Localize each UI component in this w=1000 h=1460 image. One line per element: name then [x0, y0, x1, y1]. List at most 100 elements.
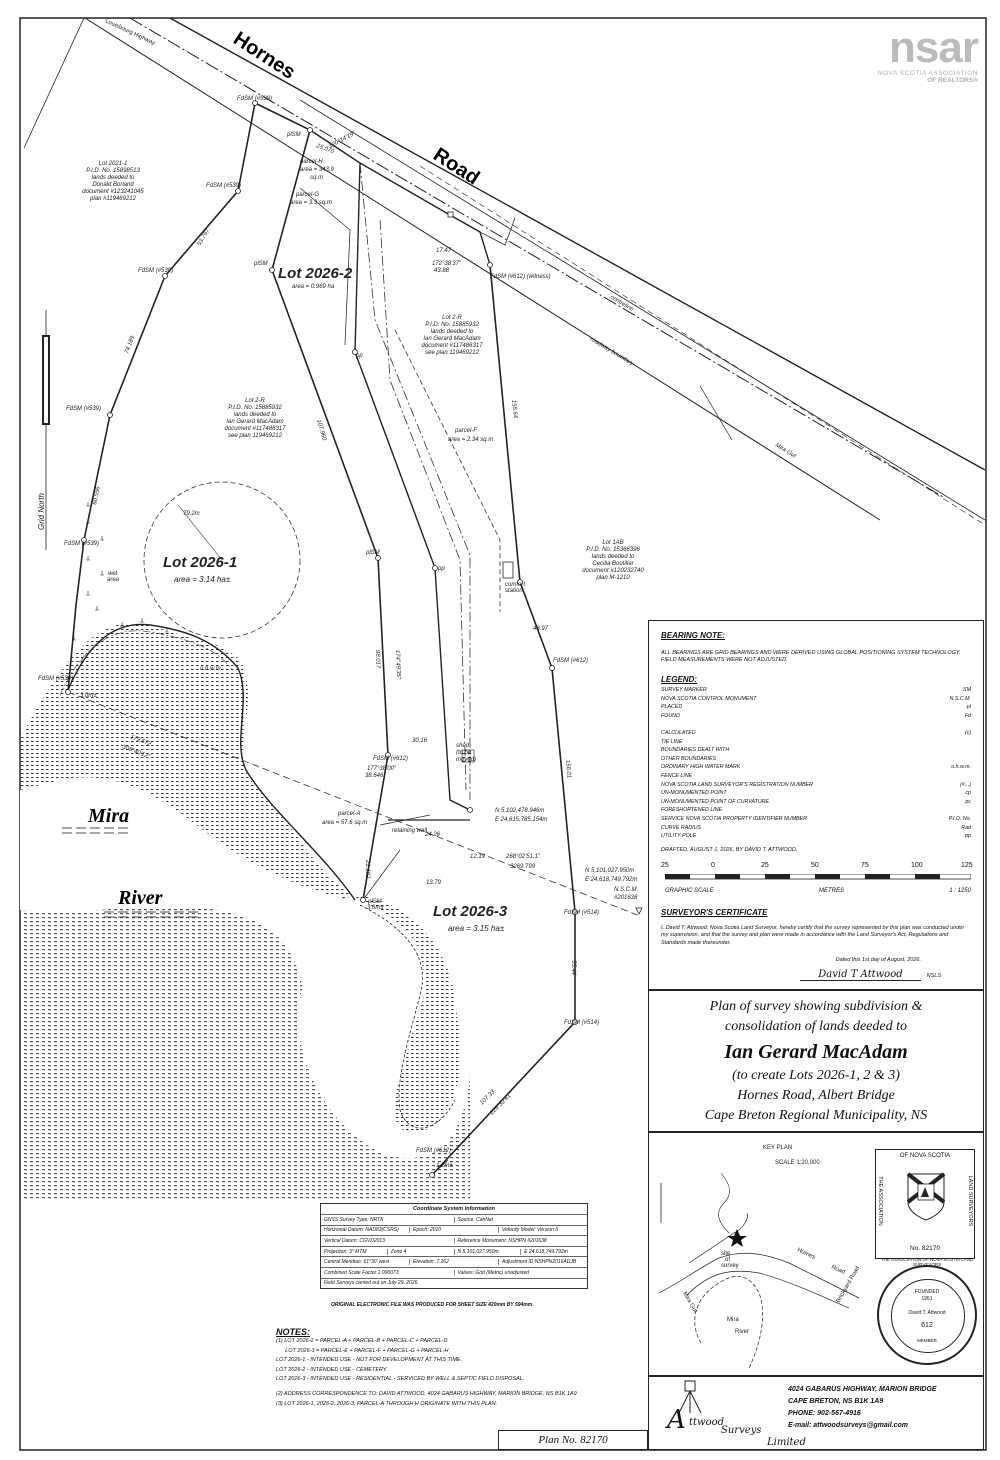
- svg-text:station: station: [505, 588, 523, 594]
- lot-2026-1-label: Lot 2026-1: [163, 554, 237, 571]
- coordinate-table-cell: Epoch: 2010: [409, 1227, 498, 1234]
- road-label-road: Road: [429, 144, 483, 190]
- coordinate-table-row: GNSS Survey Type: NRTK Source: CanNet: [321, 1214, 587, 1225]
- key-plan-hornes: Hornes: [796, 1247, 816, 1261]
- note-line: LOT 2026-1 - INTENDED USE - NOT FOR DEVE…: [276, 1357, 463, 1364]
- legend-row: BOUNDARIES DEALT WITH: [661, 746, 971, 755]
- contact-line: CAPE BRETON, NS B1K 1A9: [788, 1398, 884, 1405]
- legend-row-symbol: pl: [966, 704, 971, 711]
- svg-text:comfort: comfort: [505, 582, 525, 588]
- scale-bar-icon: [665, 873, 971, 880]
- title-owner: Ian Gerard MacAdam: [724, 1041, 908, 1063]
- title-line-3: (to create Lots 2026-1, 2 & 3): [732, 1068, 900, 1083]
- coordinate-table-cell: Source: CanNet: [453, 1216, 588, 1223]
- svg-text:o.h.w.m.: o.h.w.m.: [200, 666, 222, 672]
- legend-row-label: CALCULATED: [661, 730, 696, 737]
- certificate-nsls: NSLS: [926, 973, 941, 980]
- note-line: LOT 2026-3 - INTENDED USE - RESIDENTIAL …: [276, 1376, 525, 1383]
- coordinate-table-row: Central Meridian: 61°30' west Elevation: …: [321, 1256, 587, 1267]
- svg-text:12.19: 12.19: [470, 854, 486, 860]
- legend-row-label: FOUND: [661, 712, 680, 719]
- seal1-top: OF NOVA SCOTIA: [899, 1153, 951, 1159]
- svg-text:120°14'19": 120°14'19": [328, 130, 357, 149]
- legend-row-symbol: Rad: [961, 824, 971, 831]
- lot-2026-1-area: area = 3.14 ha±: [174, 575, 231, 584]
- legend-row-label: NOVA SCOTIA CONTROL MONUMENT: [661, 695, 757, 702]
- marker: [162, 273, 168, 279]
- svg-text:lands deeded to: lands deeded to: [431, 329, 474, 335]
- svg-text:parcel-G: parcel-G: [295, 192, 319, 198]
- coordinate-table-cell: Velocity Model: Version 6: [498, 1227, 587, 1234]
- svg-text:N 5,102,478.946m: N 5,102,478.946m: [495, 808, 544, 814]
- lot-2026-3-north-line: [359, 162, 491, 266]
- coordinate-table-cell: GNSS Survey Type: NRTK: [324, 1216, 384, 1223]
- company-limited: Limited: [767, 1437, 806, 1448]
- coordinate-table-cell: Vertical Datum: CGVD2013: [324, 1237, 385, 1244]
- legend-row-label: OTHER BOUNDARIES: [661, 755, 717, 762]
- nsar-logo-mark: nsar: [889, 23, 979, 72]
- site-star-icon: [727, 1229, 747, 1247]
- legend-row-label: FENCE LINE: [661, 773, 693, 780]
- svg-text:area: area: [107, 577, 120, 583]
- scale-units: METRES: [818, 887, 844, 894]
- marker: [572, 909, 578, 915]
- svg-text:Lot 2-R: Lot 2-R: [442, 315, 462, 321]
- internal-lines: [67, 162, 641, 1176]
- svg-text:FdSM (#514): FdSM (#514): [564, 1020, 599, 1026]
- svg-text:Lot 2021-1: Lot 2021-1: [99, 161, 128, 167]
- louisbourg-highway-label: Louisbourg Highway: [104, 18, 156, 46]
- coordinate-table-cell: Elevation: 7.262: [409, 1259, 498, 1266]
- svg-text:Cecilia Boutilier: Cecilia Boutilier: [592, 561, 634, 567]
- svg-text:plSM: plSM: [367, 899, 382, 905]
- legend-row-symbol: SM: [963, 687, 971, 694]
- svg-text:1.2m±: 1.2m±: [436, 1163, 453, 1169]
- legend-row-symbol: (#...): [960, 781, 971, 788]
- contact-line: PHONE: 902-567-4916: [788, 1410, 861, 1417]
- lot-2026-3-east-boundary: [431, 264, 576, 1176]
- legend-row-label: ORDINARY HIGH WATER MARK: [661, 764, 741, 771]
- svg-text:24.26: 24.26: [424, 832, 441, 838]
- svg-text:FdSM (#514): FdSM (#514): [564, 910, 599, 916]
- river-water-south: [20, 895, 470, 1200]
- svg-text:155.64: 155.64: [510, 400, 518, 420]
- notes-title: NOTES:: [276, 1327, 311, 1337]
- svg-text:FdSM (#539): FdSM (#539): [206, 183, 241, 189]
- svg-text:55.44: 55.44: [570, 960, 576, 976]
- svg-text:pp: pp: [437, 566, 445, 572]
- svg-text:area = 343.9: area = 343.9: [300, 167, 335, 173]
- svg-text:FdSM (#539): FdSM (#539): [237, 96, 272, 102]
- lot-2026-2-label: Lot 2026-2: [278, 265, 353, 282]
- coordinate-table-cell: Adjustment ID:NSHPN2016ADJB: [498, 1259, 587, 1266]
- scale-tick-label: 125: [961, 861, 973, 869]
- company-surveys: Surveys: [721, 1425, 762, 1436]
- legend-row-symbol: pc: [965, 798, 971, 805]
- svg-text:Donald Borland: Donald Borland: [92, 182, 134, 188]
- svg-text:parcel-H: parcel-H: [299, 159, 323, 165]
- svg-text:3.6m±: 3.6m±: [367, 905, 384, 911]
- svg-text:P.I.D. No. 15366396: P.I.D. No. 15366396: [586, 547, 640, 553]
- key-plan-map: KEY PLAN SCALE 1:20,000 site of survey H…: [658, 1145, 861, 1369]
- svg-text:N.S.C.M.: N.S.C.M.: [614, 887, 638, 893]
- svg-text:107.33: 107.33: [479, 1089, 497, 1107]
- coordinate-table-cell: Combined Scale Factor 1.000073: [324, 1269, 399, 1276]
- bearing-note-text: ALL BEARINGS ARE GRID BEARINGS AND WERE …: [661, 650, 961, 656]
- svg-text:#201638: #201638: [614, 895, 638, 901]
- lot-1ab-info: Lot 1AB P.I.D. No. 15366396 lands deeded…: [582, 540, 644, 581]
- association-seal-round: THE ASSOCIATION OF NOVA SCOTIA LAND SURV…: [877, 1257, 977, 1365]
- svg-text:plSM: plSM: [253, 261, 268, 267]
- nsar-logo-sub: OF REALTORS®: [927, 77, 978, 84]
- svg-text:FdSM (#612): FdSM (#612): [373, 756, 408, 762]
- svg-text:document #117486317: document #117486317: [422, 343, 484, 349]
- key-plan-site-1: site: [721, 1251, 731, 1257]
- legend-row-label: BOUNDARIES DEALT WITH: [661, 747, 730, 754]
- marker: [385, 752, 391, 758]
- company-ttwood: ttwood: [689, 1417, 725, 1428]
- marker: [375, 555, 381, 561]
- contact-line: 4024 GABARUS HIGHWAY, MARION BRIDGE: [788, 1386, 937, 1393]
- notes-lines: (1) LOT 2026-2 = PARCEL-A + PARCEL-B + P…: [276, 1337, 636, 1409]
- coordinate-table-cell: Central Meridian: 61°30' west: [324, 1259, 390, 1266]
- legend-row-label: UN-MONUMENTED POINT: [661, 790, 727, 797]
